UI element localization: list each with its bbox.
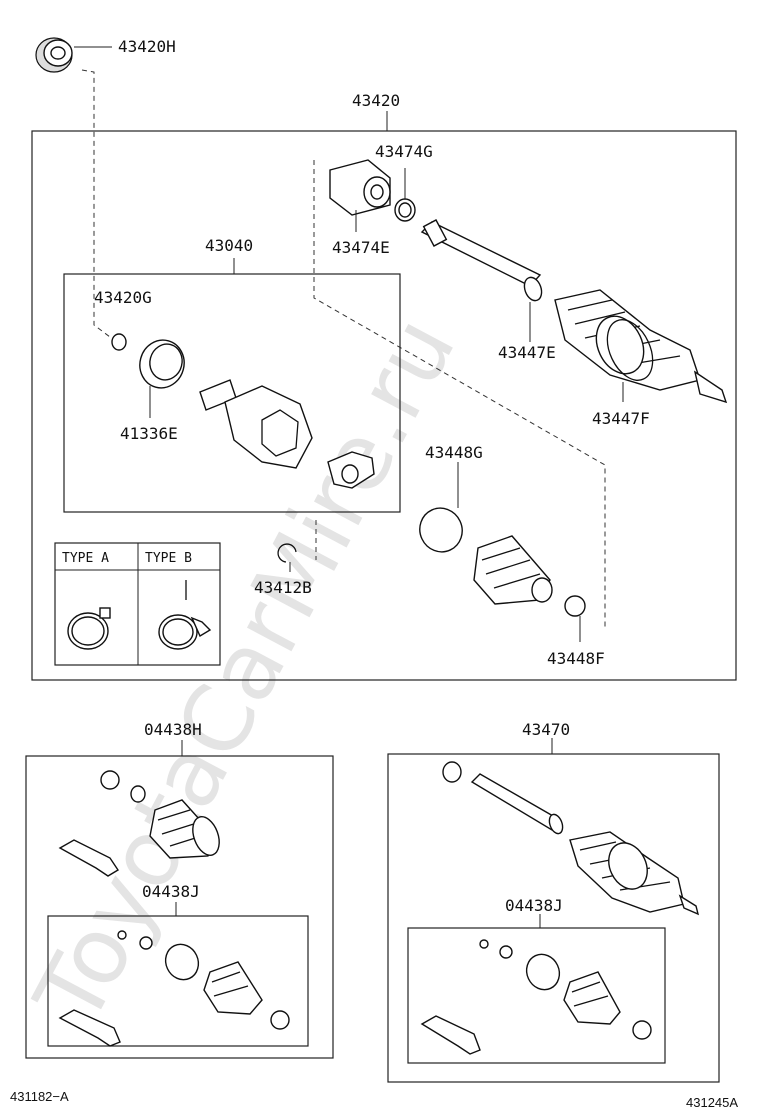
part-inner-boot[interactable] — [473, 535, 553, 605]
label-43448G[interactable]: 43448G — [425, 443, 483, 462]
type-b-label: TYPE B — [145, 551, 192, 566]
label-41336E[interactable]: 41336E — [120, 424, 178, 443]
label-43448F[interactable]: 43448F — [547, 649, 605, 668]
part-outer-boot-kit[interactable] — [149, 799, 224, 859]
label-43470[interactable]: 43470 — [522, 720, 570, 739]
label-43040[interactable]: 43040 — [205, 236, 253, 255]
part-43448F[interactable] — [564, 595, 586, 642]
part-43420H[interactable] — [35, 37, 112, 73]
label-04438J-right[interactable]: 04438J — [505, 896, 563, 915]
part-43474E[interactable] — [329, 159, 391, 232]
type-a-label: TYPE A — [62, 551, 109, 566]
label-43412B[interactable]: 43412B — [254, 578, 312, 597]
part-43420G[interactable] — [111, 333, 127, 351]
assembly-43420-frame — [31, 130, 737, 681]
assembly-43040-frame — [63, 273, 401, 513]
kit-04438H-frame — [25, 755, 334, 1059]
label-43474G[interactable]: 43474G — [375, 142, 433, 161]
assembly-43420: 43420 43420H 43474E 43474G — [31, 37, 737, 681]
footer-right-code: 431245A — [686, 1095, 738, 1110]
part-41336E[interactable] — [135, 335, 190, 418]
part-43448G[interactable] — [413, 462, 470, 559]
label-43474E[interactable]: 43474E — [332, 238, 390, 257]
label-43420G[interactable]: 43420G — [94, 288, 152, 307]
label-43420H[interactable]: 43420H — [118, 37, 176, 56]
kit-04438J-left-frame — [47, 915, 309, 1047]
label-43420[interactable]: 43420 — [352, 91, 400, 110]
part-inner-boot-kit-right[interactable] — [420, 939, 652, 1055]
label-43447F[interactable]: 43447F — [592, 409, 650, 428]
part-drive-shaft-43470[interactable] — [442, 761, 700, 916]
assembly-43470-frame — [387, 753, 720, 1083]
part-clamp-small[interactable] — [100, 770, 146, 803]
part-inner-boot-kit-left[interactable] — [58, 930, 290, 1047]
part-outer-joint[interactable] — [199, 379, 375, 560]
assembly-43040 — [63, 258, 401, 513]
label-43447E[interactable]: 43447E — [498, 343, 556, 362]
part-43447E[interactable] — [521, 275, 544, 342]
part-grease-tube[interactable] — [58, 839, 119, 877]
type-a-clamp-icon — [67, 607, 111, 650]
part-43412B[interactable] — [277, 543, 297, 572]
kit-04438J-right-frame — [407, 927, 666, 1064]
footer-left-code: 431182−A — [10, 1089, 69, 1104]
part-43447F[interactable] — [598, 313, 661, 402]
type-legend: TYPE A TYPE B — [54, 542, 221, 666]
label-04438H[interactable]: 04438H — [144, 720, 202, 739]
part-43474G[interactable] — [394, 168, 416, 222]
type-b-clamp-icon — [158, 580, 212, 650]
kit-04438H: 04438H 04438J — [25, 720, 334, 1059]
part-drive-shaft[interactable] — [420, 219, 728, 404]
label-04438J-left[interactable]: 04438J — [142, 882, 200, 901]
assembly-43470: 43470 04438J — [387, 720, 720, 1083]
